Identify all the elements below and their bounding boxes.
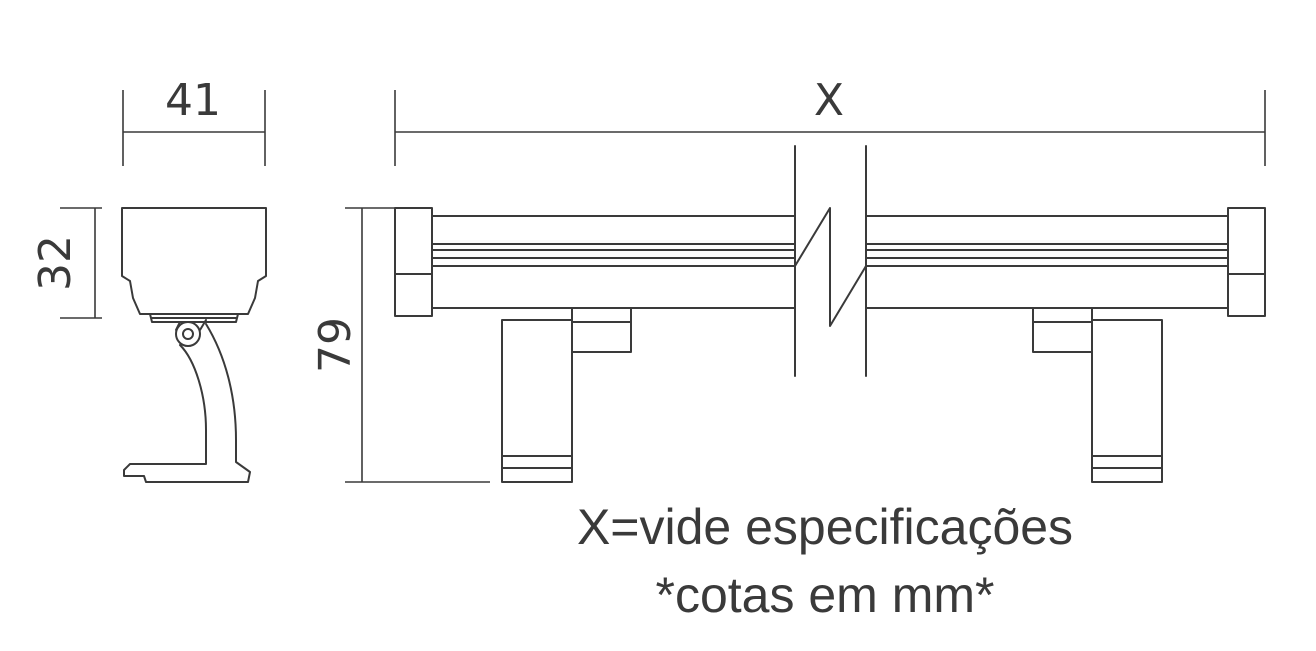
bar-segment-right	[865, 215, 1229, 309]
profile-body	[121, 207, 267, 315]
break-symbol	[794, 145, 867, 377]
side-view: 41 32	[30, 75, 267, 483]
dim-side-width: 41	[165, 75, 221, 126]
dim-side-height: 32	[30, 235, 81, 291]
mounting-bracket	[123, 323, 251, 483]
end-cap-right	[1227, 207, 1266, 317]
dim-length: X	[814, 75, 844, 126]
front-view: X 79	[310, 75, 1266, 483]
note-units: *cotas em mm*	[655, 567, 995, 623]
bracket-left	[501, 307, 632, 483]
hinge-joint	[175, 319, 207, 347]
dim-front-height: 79	[310, 317, 361, 373]
bar-segment-left	[431, 215, 796, 309]
end-cap-left	[394, 207, 433, 317]
bracket-right	[1032, 307, 1163, 483]
note-spec: X=vide especificações	[576, 499, 1074, 555]
